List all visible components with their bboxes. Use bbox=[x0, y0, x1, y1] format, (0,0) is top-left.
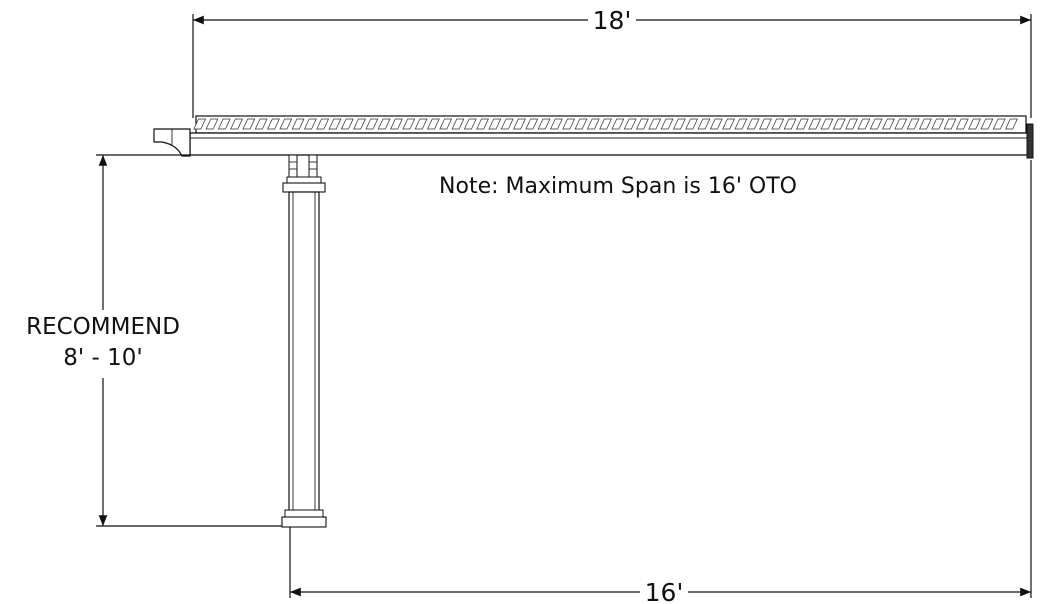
lattice-slat bbox=[340, 118, 354, 130]
lattice-slat bbox=[586, 118, 600, 130]
lattice-slat bbox=[476, 118, 489, 130]
pergola-beam bbox=[153, 115, 1034, 159]
lattice-slat bbox=[562, 118, 576, 130]
lattice-slat bbox=[488, 118, 502, 130]
lattice-slat bbox=[660, 118, 674, 130]
lattice-slat bbox=[943, 118, 957, 130]
lattice-slat bbox=[353, 118, 366, 130]
lattice-slat bbox=[795, 118, 809, 130]
top-span-label: 18' bbox=[593, 6, 632, 35]
lattice-slat bbox=[426, 118, 440, 130]
lattice-slat bbox=[525, 118, 539, 130]
lattice-slat bbox=[845, 118, 858, 130]
lattice-slat bbox=[439, 118, 453, 130]
lattice-slat bbox=[390, 118, 403, 130]
height-label-line1: RECOMMEND bbox=[26, 314, 180, 340]
lattice-slat bbox=[722, 118, 735, 130]
lattice-slat bbox=[648, 118, 662, 130]
lattice-slat bbox=[918, 118, 932, 130]
lattice-slat bbox=[205, 118, 219, 130]
lattice-slat bbox=[992, 118, 1006, 130]
bottom-span-label: 16' bbox=[645, 578, 684, 604]
main-beam bbox=[189, 132, 1031, 156]
lattice-slat bbox=[549, 118, 563, 130]
lattice-slat bbox=[759, 118, 772, 130]
lattice-slat bbox=[906, 118, 920, 130]
lattice-slat bbox=[955, 118, 969, 130]
lattice-slat bbox=[746, 118, 760, 130]
top-dimension: 18' bbox=[192, 6, 1032, 118]
lattice-slat bbox=[217, 118, 231, 130]
bottom-dimension: 16' bbox=[289, 160, 1032, 604]
lattice-slat bbox=[1005, 118, 1018, 130]
height-label-line2: 8' - 10' bbox=[63, 345, 142, 371]
lattice-slat bbox=[463, 118, 477, 130]
max-span-note: Note: Maximum Span is 16' OTO bbox=[439, 174, 797, 199]
beam-end-cap bbox=[1026, 123, 1034, 159]
lattice-slat bbox=[500, 118, 514, 130]
lattice-slat-pattern bbox=[193, 118, 1018, 130]
post-capital-top bbox=[286, 176, 322, 184]
lattice-slat bbox=[414, 118, 428, 130]
post-base-plate bbox=[281, 516, 327, 528]
post-connector-left bbox=[288, 154, 298, 178]
lattice-slat bbox=[537, 118, 551, 130]
post-capital-plate bbox=[282, 182, 326, 193]
lattice-slat bbox=[734, 118, 748, 130]
lattice-slat bbox=[328, 118, 342, 130]
lattice-slat bbox=[685, 118, 699, 130]
lattice-slat bbox=[783, 118, 797, 130]
lattice-slat bbox=[291, 118, 305, 130]
lattice-slat bbox=[303, 118, 317, 130]
lattice-slat bbox=[451, 118, 465, 130]
lattice-slat bbox=[242, 118, 256, 130]
lattice-slat bbox=[771, 118, 785, 130]
lattice-slat bbox=[882, 118, 895, 130]
lattice-slat bbox=[402, 118, 416, 130]
lattice-slat bbox=[832, 118, 846, 130]
lattice-slat bbox=[709, 118, 723, 130]
lattice-slat bbox=[697, 118, 711, 130]
lattice-slat bbox=[254, 118, 268, 130]
lattice-slat bbox=[365, 118, 379, 130]
lattice-slat bbox=[808, 118, 822, 130]
lattice-slat bbox=[636, 118, 649, 130]
lattice-slat bbox=[279, 118, 293, 130]
lattice-slat bbox=[230, 118, 243, 130]
lattice-slat bbox=[869, 118, 883, 130]
pergola-post bbox=[281, 154, 327, 528]
lattice-slat bbox=[968, 118, 981, 130]
lattice-slat bbox=[980, 118, 994, 130]
lattice-slat bbox=[267, 118, 280, 130]
lattice-slat bbox=[316, 118, 330, 130]
lattice-slat bbox=[513, 118, 526, 130]
lattice-slat bbox=[611, 118, 625, 130]
lattice-slat bbox=[820, 118, 834, 130]
post-shaft bbox=[288, 191, 320, 518]
lattice-slat bbox=[672, 118, 686, 130]
lattice-slat bbox=[377, 118, 391, 130]
lattice-slat bbox=[894, 118, 908, 130]
lattice-slat bbox=[857, 118, 871, 130]
lattice-slat bbox=[931, 118, 945, 130]
lattice-slat bbox=[193, 118, 207, 130]
lattice-slat bbox=[623, 118, 637, 130]
lattice-slat bbox=[599, 118, 612, 130]
height-dimension: RECOMMEND 8' - 10' bbox=[26, 154, 282, 527]
post-base-trim bbox=[284, 509, 324, 518]
lattice-slat bbox=[574, 118, 588, 130]
post-connector-right bbox=[308, 154, 318, 178]
